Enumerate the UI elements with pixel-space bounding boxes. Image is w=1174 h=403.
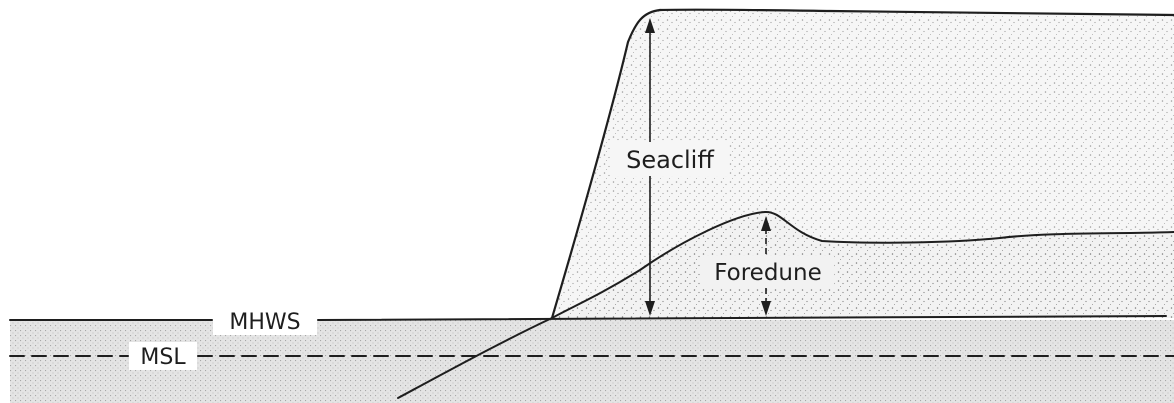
cliff-top-line bbox=[658, 8, 1174, 17]
mhws-label: MHWS bbox=[229, 310, 300, 335]
foredune-surface-line bbox=[397, 210, 1174, 399]
mhws-line-right bbox=[317, 315, 1167, 321]
profile-outlines bbox=[9, 8, 1174, 399]
seacliff-arrow-head-top bbox=[645, 18, 655, 33]
seacliff-arrow-head-bottom bbox=[645, 301, 655, 316]
foredune-label: Foredune bbox=[714, 260, 822, 286]
cliff-body bbox=[552, 10, 1174, 318]
water-band bbox=[10, 320, 1174, 403]
mhws-label-bg bbox=[213, 307, 317, 335]
msl-label-bg bbox=[129, 342, 197, 370]
foredune-body bbox=[552, 211, 1174, 318]
foredune-texture bbox=[552, 211, 1174, 318]
foredune-height-arrow bbox=[761, 216, 771, 316]
foredune-arrow-head-bottom bbox=[761, 301, 771, 316]
seacliff-label: Seacliff bbox=[626, 146, 714, 174]
water-texture bbox=[10, 320, 1174, 403]
cliff-face-line bbox=[550, 8, 662, 320]
msl-label: MSL bbox=[140, 345, 186, 370]
seacliff-label-bg bbox=[612, 142, 728, 176]
cliff-texture bbox=[552, 10, 1174, 318]
foredune-arrow-head-top bbox=[761, 216, 771, 231]
foredune-label-bg bbox=[702, 256, 834, 288]
